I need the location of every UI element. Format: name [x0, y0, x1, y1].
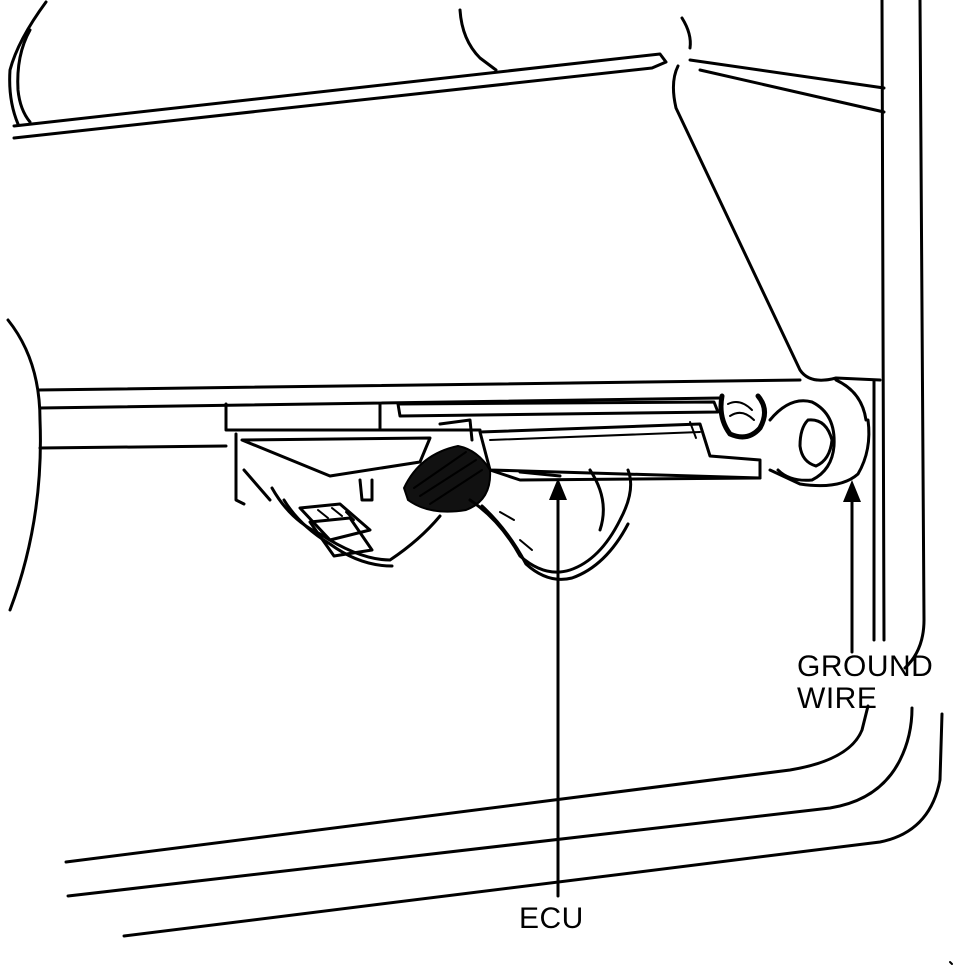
ground-wire-leader — [843, 480, 861, 654]
ecu-harness-connector — [402, 444, 492, 513]
ground-wire-label-line2: WIRE — [797, 682, 878, 715]
seat-cushion — [671, 58, 886, 382]
floor-panel — [64, 704, 944, 938]
mounting-bracket — [234, 418, 474, 506]
wheel-arch — [6, 318, 42, 612]
ecu-module — [396, 400, 762, 482]
ground-wire-label-line1: GROUND — [797, 650, 934, 683]
ground-wire-terminal — [718, 378, 871, 488]
ecu-leader — [549, 478, 567, 898]
ecu-label: ECU — [519, 902, 584, 935]
harness-plug — [298, 502, 374, 558]
seat-back — [8, 0, 692, 140]
seat-frame-rail — [36, 378, 802, 450]
ground-wire-label: GROUND WIRE — [797, 651, 933, 715]
corner-mark — [949, 961, 953, 965]
door-pillar — [872, 0, 926, 670]
